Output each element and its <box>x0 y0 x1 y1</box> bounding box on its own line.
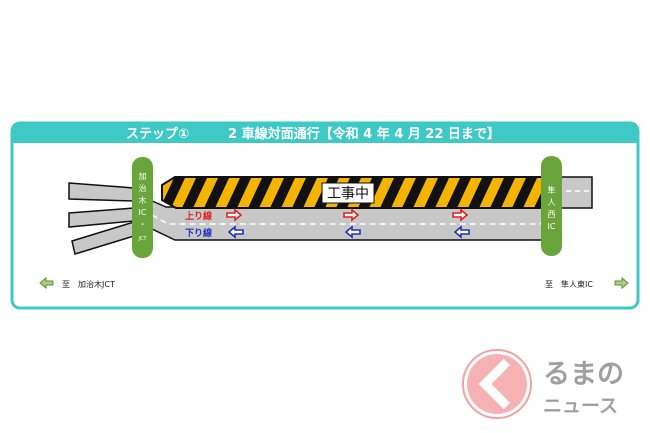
left-ic-marker <box>132 157 153 258</box>
direction-right: 至 隼人東IC <box>545 279 593 289</box>
left-branches <box>68 182 135 255</box>
down-arrows <box>227 225 470 239</box>
svg-text:西: 西 <box>548 210 556 219</box>
logo-text-2: ニュース <box>543 395 618 417</box>
header-title: 2 車線対面通行【令和 4 年 4 月 22 日まで】 <box>228 126 500 142</box>
down-lane-label: 下り線 <box>185 227 212 239</box>
left-ic-label: 加 治 木 IC ・ JCT <box>137 171 147 242</box>
construction-label: 工事中 <box>327 186 369 202</box>
svg-text:IC: IC <box>548 222 556 231</box>
step-label: ステップ① <box>126 127 189 142</box>
construction-sign <box>321 182 375 204</box>
up-arrows <box>226 208 469 222</box>
svg-text:加: 加 <box>139 171 147 181</box>
svg-text:IC: IC <box>139 208 147 217</box>
svg-text:治: 治 <box>139 183 147 193</box>
lane-divider <box>151 210 552 225</box>
svg-text:木: 木 <box>139 195 147 205</box>
right-ic-marker <box>541 156 562 256</box>
svg-text:人: 人 <box>548 198 556 207</box>
svg-text:隼: 隼 <box>548 185 556 195</box>
right-arrow-icon <box>614 276 629 290</box>
header-band <box>12 123 638 143</box>
svg-text:・: ・ <box>139 220 147 229</box>
right-ic-label: 隼 人 西 IC <box>548 185 556 231</box>
kuruma-news-logo: るまの ニュース <box>462 349 624 419</box>
left-arrow-icon <box>39 276 54 290</box>
up-lane-label: 上り線 <box>185 210 212 222</box>
direction-left: 至 加治木JCT <box>62 279 115 289</box>
svg-text:JCT: JCT <box>137 236 147 242</box>
logo-text-1: るまの <box>543 359 624 390</box>
